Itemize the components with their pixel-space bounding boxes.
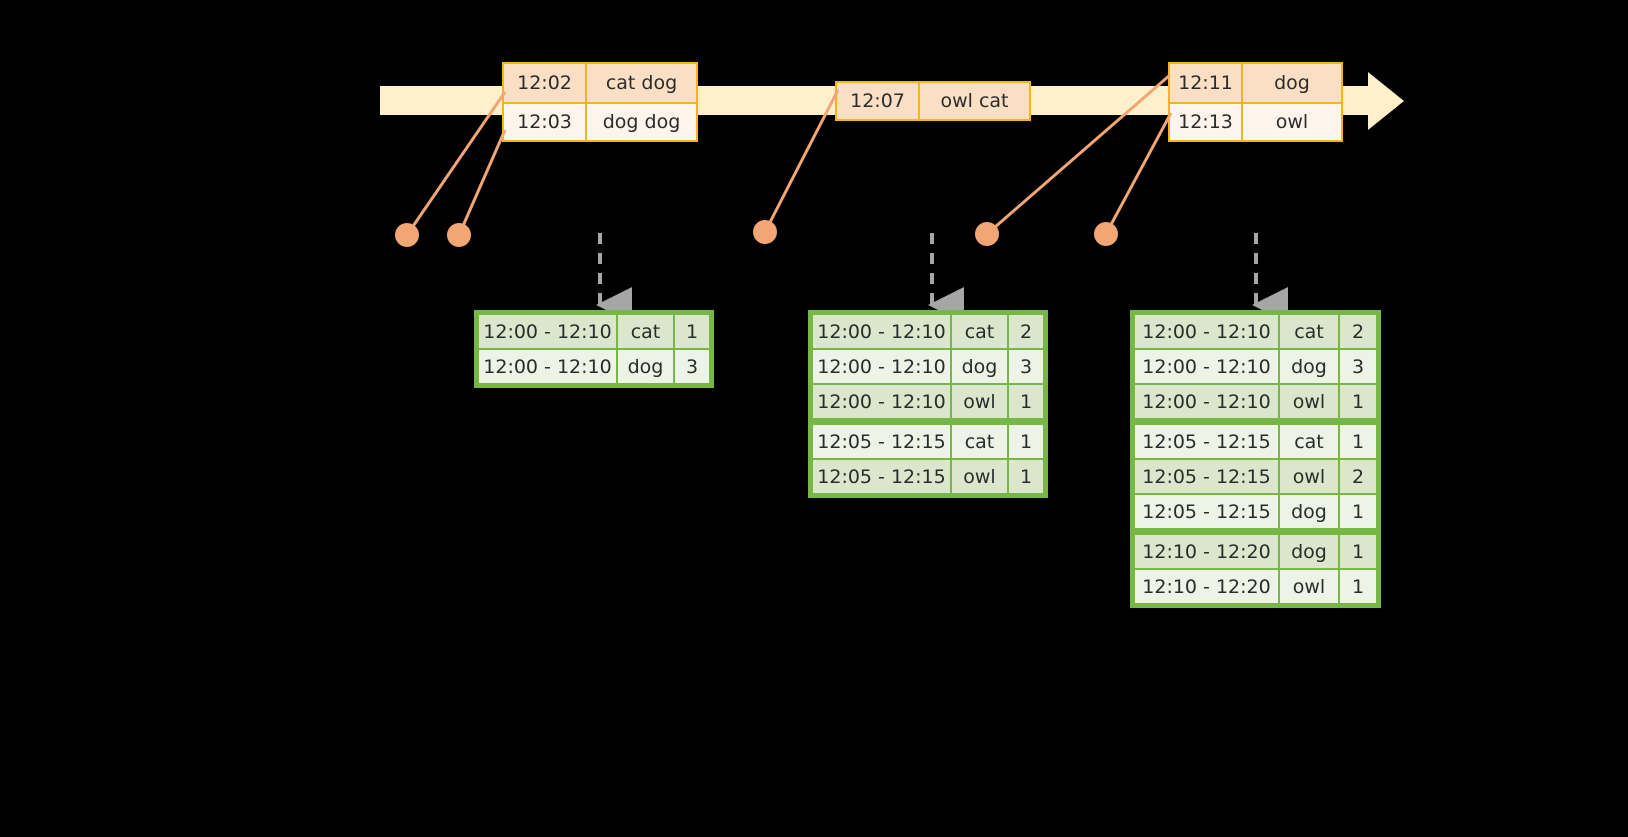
cell-count: 1 [1009,460,1043,493]
connector-dots [395,220,1118,247]
event-payload: dog dog [587,102,696,140]
cell-count: 1 [1340,425,1376,458]
event-row: 12:07 owl cat [837,83,1029,119]
cell-key: cat [1280,315,1338,348]
event-time: 12:11 [1170,64,1243,102]
cell-window: 12:00 - 12:10 [813,315,950,348]
cell-key: cat [1280,425,1338,458]
cell-window: 12:00 - 12:10 [479,315,616,348]
flow-arrows [596,233,1288,323]
cell-key: owl [1280,570,1338,603]
cell-window: 12:00 - 12:10 [1135,315,1278,348]
cell-count: 1 [1340,495,1376,528]
connector-12-03-dot[interactable] [447,223,471,247]
cell-key: cat [952,425,1007,458]
event-box-c[interactable]: 12:11 dog 12:13 owl [1168,62,1343,142]
cell-window: 12:00 - 12:10 [1135,350,1278,383]
window-group-divider [1135,530,1376,533]
event-row: 12:03 dog dog [504,102,696,140]
cell-count: 1 [675,315,709,348]
connector-12-07-dot[interactable] [753,220,777,244]
event-box-b[interactable]: 12:07 owl cat [835,81,1031,121]
cell-key: cat [618,315,673,348]
connector-12-02-dot[interactable] [395,223,419,247]
cell-window: 12:10 - 12:20 [1135,535,1278,568]
connector-12-03-line [457,129,507,236]
cell-window: 12:10 - 12:20 [1135,570,1278,603]
cell-count: 2 [1340,315,1376,348]
cell-count: 1 [1340,385,1376,418]
event-box-a[interactable]: 12:02 cat dog 12:03 dog dog [502,62,698,142]
event-row: 12:13 owl [1170,102,1341,140]
cell-key: owl [1280,460,1338,493]
cell-window: 12:05 - 12:15 [813,425,950,458]
cell-count: 1 [1009,425,1043,458]
event-time: 12:03 [504,102,587,140]
event-payload: owl [1243,102,1341,140]
cell-window: 12:00 - 12:10 [1135,385,1278,418]
cell-count: 3 [1340,350,1376,383]
cell-key: owl [1280,385,1338,418]
event-time: 12:02 [504,64,587,102]
event-row: 12:11 dog [1170,64,1341,102]
cell-window: 12:05 - 12:15 [1135,460,1278,493]
cell-count: 1 [1340,535,1376,568]
cell-key: cat [952,315,1007,348]
event-payload: dog [1243,64,1341,102]
cell-window: 12:05 - 12:15 [1135,425,1278,458]
event-payload: owl cat [920,83,1029,119]
cell-key: dog [618,350,673,383]
event-time: 12:13 [1170,102,1243,140]
cell-window: 12:00 - 12:10 [813,385,950,418]
cell-count: 1 [1340,570,1376,603]
cell-count: 3 [675,350,709,383]
timeline-arrow-head-icon [1368,72,1404,130]
cell-count: 2 [1009,315,1043,348]
event-row: 12:02 cat dog [504,64,696,102]
event-payload: cat dog [587,64,696,102]
connector-12-13-line [1104,112,1173,235]
cell-key: dog [1280,350,1338,383]
window-group-divider [813,420,1043,423]
window-group-divider [1135,420,1376,423]
connector-12-11-dot[interactable] [975,222,999,246]
cell-key: owl [952,385,1007,418]
cell-key: dog [952,350,1007,383]
cell-key: dog [1280,535,1338,568]
cell-count: 2 [1340,460,1376,493]
cell-count: 3 [1009,350,1043,383]
cell-key: dog [1280,495,1338,528]
cell-key: owl [952,460,1007,493]
cell-window: 12:05 - 12:15 [1135,495,1278,528]
cell-count: 1 [1009,385,1043,418]
event-time: 12:07 [837,83,920,119]
cell-window: 12:00 - 12:10 [479,350,616,383]
cell-window: 12:05 - 12:15 [813,460,950,493]
connector-12-13-dot[interactable] [1094,222,1118,246]
cell-window: 12:00 - 12:10 [813,350,950,383]
